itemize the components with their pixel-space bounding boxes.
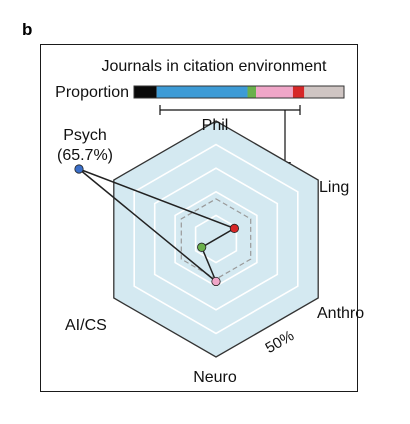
psych-value-label: (65.7%): [57, 147, 113, 164]
figure-frame: [40, 44, 358, 392]
axis-label-ling: Ling: [319, 179, 349, 196]
chart-title: Journals in citation environment: [101, 58, 327, 75]
data-point-ling: [229, 223, 239, 233]
axis-label-psych: Psych: [63, 127, 107, 144]
proportion-segment-4: [292, 86, 305, 98]
axis-label-anthro: Anthro: [317, 305, 364, 322]
proportion-segment-0: [134, 86, 157, 98]
grid-ring-3: [133, 143, 299, 335]
scale-label: 50%: [262, 327, 297, 357]
radar-outline: [113, 120, 319, 358]
proportion-segment-2: [247, 86, 257, 98]
proportion-segment-1: [156, 86, 248, 98]
proportion-bar: [133, 85, 345, 99]
axis-label-phil: Phil: [202, 117, 229, 134]
axis-label-aics: AI/CS: [65, 317, 107, 334]
proportion-segment-3: [256, 86, 293, 98]
panel-label: b: [22, 20, 33, 39]
grid-ring-1: [174, 190, 258, 288]
proportion-label: Proportion: [55, 84, 129, 101]
grid-ring-2: [153, 167, 279, 311]
data-points: [74, 164, 239, 287]
proportion-bar-outline: [133, 85, 345, 99]
data-point-psych: [74, 164, 84, 174]
data-point-neuro: [211, 276, 221, 287]
data-point-aics: [197, 242, 207, 252]
axis-label-neuro: Neuro: [193, 369, 237, 386]
proportion-segment-5: [304, 86, 344, 98]
